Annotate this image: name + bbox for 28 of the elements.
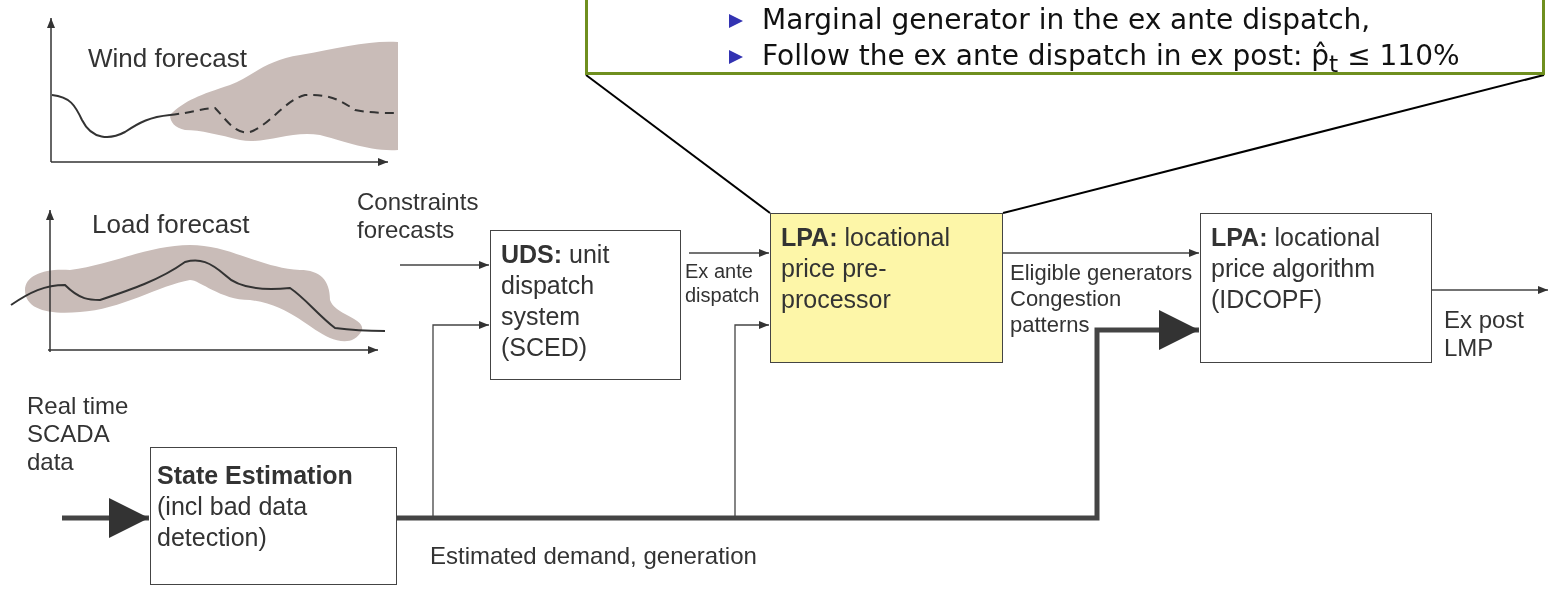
edge-label: Eligible generators Congestion patterns bbox=[1010, 260, 1194, 338]
box-text: (incl bad data detection) bbox=[157, 491, 309, 553]
process-box bbox=[490, 230, 681, 380]
chart-title: Load forecast bbox=[92, 210, 250, 238]
edge-label: Constraints forecasts bbox=[357, 188, 480, 244]
arrow bbox=[397, 310, 1199, 521]
leader-line bbox=[1002, 74, 1545, 214]
arrow bbox=[399, 261, 490, 269]
arrow bbox=[688, 249, 770, 257]
leader-line bbox=[585, 74, 771, 214]
chart-title: Wind forecast bbox=[88, 44, 247, 72]
arrow bbox=[62, 498, 149, 538]
box-text: LPA: locational price pre-processor bbox=[781, 222, 952, 315]
edge-label: Real time SCADA data bbox=[27, 392, 130, 476]
callout-box bbox=[585, 0, 1545, 75]
process-box bbox=[150, 447, 397, 585]
arrow bbox=[1002, 249, 1200, 257]
arrow bbox=[1431, 286, 1549, 294]
edge-label: Ex ante dispatch bbox=[685, 259, 761, 307]
box-heading: State Estimation bbox=[157, 460, 354, 491]
box-text: LPA: locational price algorithm (IDCOPF) bbox=[1211, 222, 1382, 315]
edge-label: Ex post LMP bbox=[1444, 306, 1526, 362]
bullet-text: Marginal generator in the ex ante dispatch, bbox=[762, 3, 1371, 36]
box-text: UDS: unit dispatch system (SCED) bbox=[501, 239, 611, 363]
edge-label: Estimated demand, generation bbox=[430, 542, 758, 570]
process-box bbox=[770, 213, 1003, 363]
bullet-text: Follow the ex ante dispatch in ex post: p̂$_{t}$ ≤ 110% bbox=[762, 39, 1460, 72]
process-box bbox=[1200, 213, 1432, 363]
